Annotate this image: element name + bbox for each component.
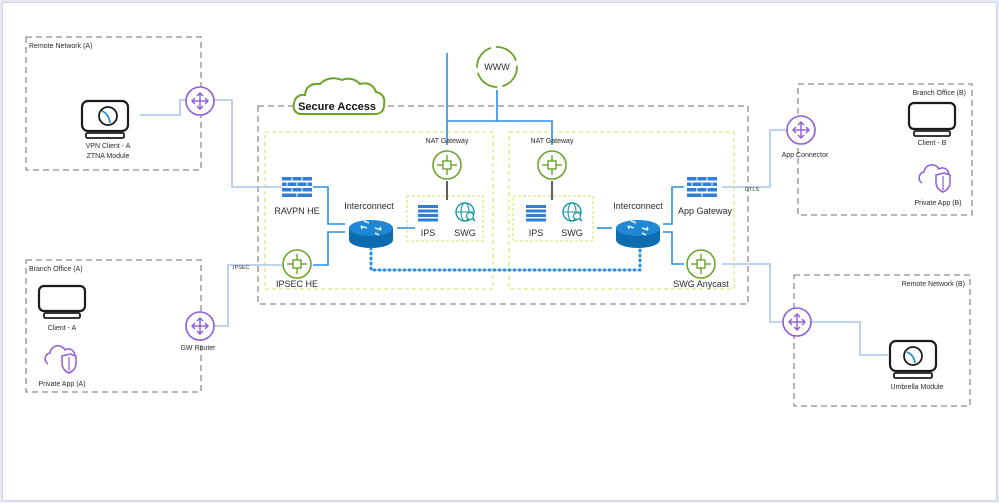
ips-right-label: IPS bbox=[529, 228, 544, 238]
interconnect-right[interactable] bbox=[615, 219, 661, 249]
nat-links bbox=[446, 181, 553, 200]
ips-left[interactable] bbox=[418, 205, 438, 222]
ips-right[interactable] bbox=[526, 205, 546, 222]
interconnect-left[interactable] bbox=[348, 219, 394, 249]
swg-left-label: SWG bbox=[454, 228, 476, 238]
client-b-label: Client - B bbox=[918, 140, 947, 147]
connection-lines bbox=[140, 99, 888, 356]
swg-left[interactable] bbox=[455, 202, 476, 222]
remote-network-b-label: Remote Network (B) bbox=[902, 281, 965, 288]
gw-router-label: GW Router bbox=[180, 345, 216, 352]
private-app-a-label: Private App (A) bbox=[38, 381, 85, 388]
ravpn-he[interactable] bbox=[281, 176, 313, 198]
dtls-link-label: DTLS bbox=[745, 187, 759, 193]
app-connector-label: App Connector bbox=[782, 152, 829, 159]
client-a-label: Client - A bbox=[48, 325, 77, 332]
app-gateway[interactable] bbox=[686, 176, 718, 198]
internal-links bbox=[313, 53, 684, 266]
app-gateway-label: App Gateway bbox=[678, 206, 733, 216]
ips-left-label: IPS bbox=[421, 228, 436, 238]
vpn-client-label: VPN Client - A bbox=[86, 143, 131, 150]
interconnect-left-label: Interconnect bbox=[344, 201, 394, 211]
remote-network-a-label: Remote Network (A) bbox=[29, 43, 92, 50]
ipsec-link-label: IPSEC bbox=[233, 265, 250, 271]
remote-b-router[interactable] bbox=[782, 307, 812, 337]
secure-access-title: Secure Access bbox=[298, 101, 376, 113]
client-b[interactable] bbox=[907, 101, 957, 137]
gw-router[interactable] bbox=[185, 311, 215, 341]
nat-gateway-left-label: NAT Gateway bbox=[426, 138, 469, 145]
private-app-b-label: Private App (B) bbox=[914, 200, 961, 207]
remote-network-b-box bbox=[793, 274, 971, 407]
nat-gateway-left[interactable] bbox=[432, 150, 462, 180]
branch-office-b-box bbox=[797, 83, 973, 216]
branch-office-b-label: Branch Office (B) bbox=[912, 90, 966, 97]
secure-access-right-zone bbox=[508, 131, 735, 290]
vpn-client-a[interactable] bbox=[80, 99, 130, 140]
www-node[interactable] bbox=[476, 46, 518, 88]
swg-anycast[interactable] bbox=[686, 249, 716, 279]
ravpn-he-label: RAVPN HE bbox=[274, 206, 319, 216]
umbrella-module[interactable] bbox=[888, 339, 938, 380]
swg-right[interactable] bbox=[562, 202, 583, 222]
ipsec-he-label: IPSEC HE bbox=[276, 279, 318, 289]
secure-access-box bbox=[257, 105, 749, 305]
remote-a-router[interactable] bbox=[185, 86, 215, 116]
interconnect-dotted-link bbox=[369, 246, 642, 272]
umbrella-module-label: Umbrella Module bbox=[891, 384, 944, 391]
swg-right-label: SWG bbox=[561, 228, 583, 238]
www-label: WWW bbox=[484, 62, 510, 72]
secure-access-left-zone bbox=[264, 131, 494, 290]
branch-office-a-label: Branch Office (A) bbox=[29, 266, 83, 273]
private-app-b[interactable] bbox=[918, 164, 951, 193]
interconnect-right-label: Interconnect bbox=[613, 201, 663, 211]
secure-access-cloud bbox=[292, 77, 386, 116]
nat-gateway-right-label: NAT Gateway bbox=[531, 138, 574, 145]
ips-swg-left-zone bbox=[406, 195, 484, 242]
client-a[interactable] bbox=[37, 284, 87, 319]
nat-gateway-right[interactable] bbox=[537, 150, 567, 180]
private-app-a[interactable] bbox=[44, 345, 77, 374]
app-connector[interactable] bbox=[786, 115, 816, 145]
ipsec-he[interactable] bbox=[282, 249, 312, 279]
ips-swg-right-zone bbox=[512, 195, 594, 242]
swg-anycast-label: SWG Anycast bbox=[673, 279, 729, 289]
ztna-module-label: ZTNA Module bbox=[87, 153, 130, 160]
